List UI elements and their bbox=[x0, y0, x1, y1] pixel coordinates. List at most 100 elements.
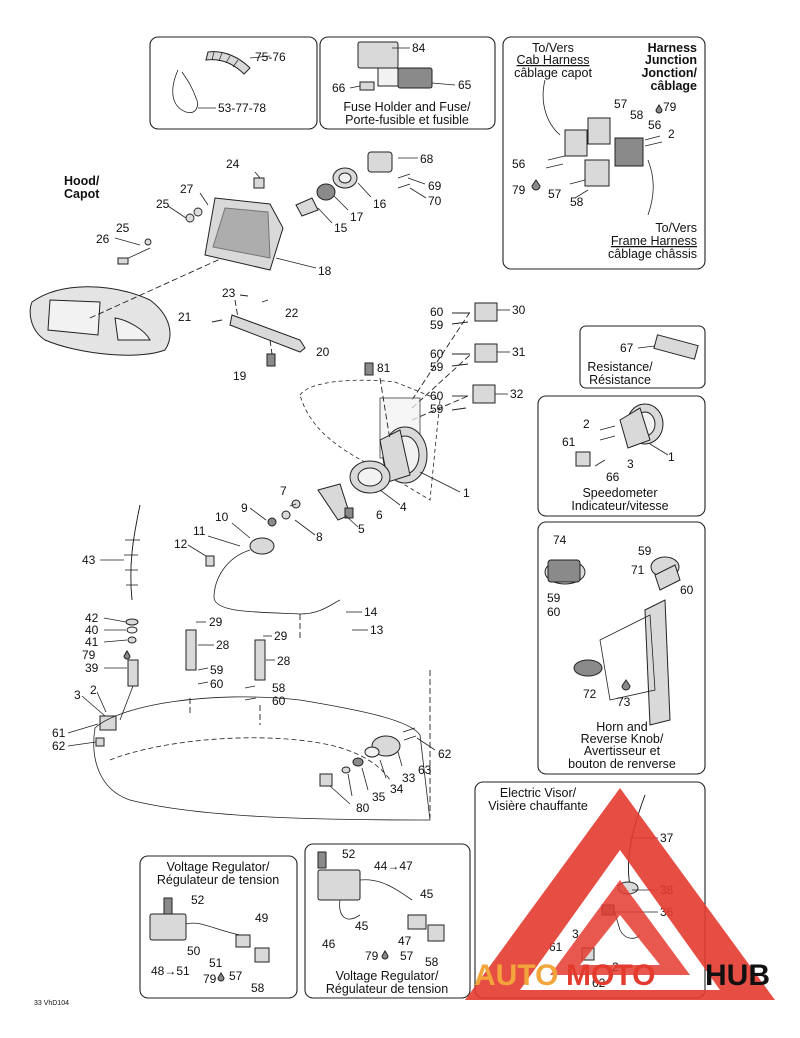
horn-label-74: 74 bbox=[553, 533, 567, 547]
main-label-20: 20 bbox=[316, 345, 330, 359]
figure-code: 33 VhD104 bbox=[34, 1000, 69, 1007]
regm-label-45b: 45 bbox=[355, 919, 369, 933]
watermark-text-moto: MOTO bbox=[566, 959, 655, 992]
regl-label-79: 79 bbox=[203, 972, 217, 986]
reg-left-title-en: Voltage Regulator/ bbox=[167, 860, 270, 874]
main-label-25b: 25 bbox=[116, 221, 130, 235]
watermark-text-auto: AUTO bbox=[474, 959, 558, 992]
horn-label-59a: 59 bbox=[547, 591, 561, 605]
main-label-16: 16 bbox=[373, 197, 387, 211]
main-label-23: 23 bbox=[222, 286, 236, 300]
main-label-31: 31 bbox=[512, 345, 526, 359]
reg-left-title-fr: Régulateur de tension bbox=[157, 873, 279, 887]
main-label-12: 12 bbox=[174, 537, 188, 551]
horn-label-71: 71 bbox=[631, 563, 645, 577]
horn-label-60b: 60 bbox=[547, 605, 561, 619]
regm-label-79: 79 bbox=[365, 949, 379, 963]
regm-label-57: 57 bbox=[400, 949, 414, 963]
resistance-title-en: Resistance/ bbox=[587, 360, 653, 374]
main-label-4: 4 bbox=[400, 500, 407, 514]
regm-label-46: 46 bbox=[322, 937, 336, 951]
main-label-62b: 62 bbox=[438, 747, 452, 761]
main-label-17: 17 bbox=[350, 210, 364, 224]
main-label-69: 69 bbox=[428, 179, 442, 193]
main-label-10: 10 bbox=[215, 510, 229, 524]
main-label-60d: 60 bbox=[210, 677, 224, 691]
main-label-79a: 79 bbox=[82, 648, 96, 662]
main-label-59a: 59 bbox=[430, 318, 444, 332]
horn-label-72: 72 bbox=[583, 687, 597, 701]
label-57a: 57 bbox=[614, 97, 628, 111]
label-75-76: 75-76 bbox=[255, 50, 286, 64]
main-label-26: 26 bbox=[96, 232, 110, 246]
main-label-32: 32 bbox=[510, 387, 524, 401]
reg-mid-title-fr: Régulateur de tension bbox=[326, 982, 448, 996]
hood-label-en: Hood/ bbox=[64, 174, 100, 188]
horn-title-1: Horn and bbox=[596, 720, 647, 734]
regm-label-52: 52 bbox=[342, 847, 356, 861]
cab-line2: Cab Harness bbox=[517, 53, 590, 67]
label-57b: 57 bbox=[548, 187, 562, 201]
main-label-3: 3 bbox=[74, 688, 81, 702]
main-label-28b: 28 bbox=[277, 654, 291, 668]
visor-label-62: 62 bbox=[592, 976, 606, 990]
label-53-77-78: 53-77-78 bbox=[218, 101, 266, 115]
main-label-6: 6 bbox=[376, 508, 383, 522]
label-56a: 56 bbox=[648, 118, 662, 132]
regm-label-45a: 45 bbox=[420, 887, 434, 901]
regm-label-47: 47 bbox=[398, 934, 412, 948]
main-assembly: Hood/ Capot bbox=[29, 151, 526, 821]
visor-title-fr: Visière chauffante bbox=[488, 799, 588, 813]
frame-line3: câblage châssis bbox=[608, 247, 697, 261]
regl-label-50: 50 bbox=[187, 944, 201, 958]
main-label-63: 63 bbox=[418, 763, 432, 777]
main-label-81: 81 bbox=[377, 361, 391, 375]
main-label-1: 1 bbox=[463, 486, 470, 500]
speedo-label-2: 2 bbox=[583, 417, 590, 431]
frame-line2: Frame Harness bbox=[611, 234, 697, 248]
main-label-35: 35 bbox=[372, 790, 386, 804]
cab-line1: To/Vers bbox=[532, 41, 574, 55]
frame-line1: To/Vers bbox=[655, 221, 697, 235]
main-label-22: 22 bbox=[285, 306, 299, 320]
label-79b: 79 bbox=[512, 183, 526, 197]
hood-label-fr: Capot bbox=[64, 187, 100, 201]
main-label-11: 11 bbox=[193, 524, 206, 538]
junction-line1: Harness bbox=[648, 41, 697, 55]
main-label-33: 33 bbox=[402, 771, 416, 785]
main-label-59d: 59 bbox=[210, 663, 224, 677]
main-label-28a: 28 bbox=[216, 638, 230, 652]
main-label-29b: 29 bbox=[274, 629, 288, 643]
main-label-30: 30 bbox=[512, 303, 526, 317]
fuse-title-en: Fuse Holder and Fuse/ bbox=[343, 100, 471, 114]
main-label-70: 70 bbox=[428, 194, 442, 208]
horn-label-73: 73 bbox=[617, 695, 631, 709]
main-label-61: 61 bbox=[52, 726, 66, 740]
label-79a: 79 bbox=[663, 100, 677, 114]
horn-title-2: Reverse Knob/ bbox=[581, 732, 664, 746]
reg-mid-title-en: Voltage Regulator/ bbox=[336, 969, 439, 983]
main-label-25a: 25 bbox=[156, 197, 170, 211]
fuse-title-fr: Porte-fusible et fusible bbox=[345, 113, 469, 127]
speedometer-panel: 2 61 3 1 66 Speedometer Indicateur/vites… bbox=[537, 395, 706, 517]
main-label-58: 58 bbox=[272, 681, 286, 695]
cab-line3: câblage capot bbox=[514, 66, 592, 80]
main-label-68: 68 bbox=[420, 152, 434, 166]
label-58b: 58 bbox=[570, 195, 584, 209]
speedo-label-3: 3 bbox=[627, 457, 634, 471]
regl-label-51: 51 bbox=[209, 956, 223, 970]
regl-label-52: 52 bbox=[191, 893, 205, 907]
speedo-label-1: 1 bbox=[668, 450, 675, 464]
main-label-7: 7 bbox=[280, 484, 287, 498]
main-label-40: 40 bbox=[85, 623, 99, 637]
regulator-mid-panel: 52 44→47 45 45 46 79 47 57 58 Voltage Re… bbox=[304, 843, 471, 999]
label-67: 67 bbox=[620, 341, 634, 355]
watermark: AUTO MOTO HUB bbox=[465, 788, 775, 1000]
main-label-60b: 60 bbox=[430, 347, 444, 361]
watermark-text-hub: HUB bbox=[705, 959, 770, 992]
horn-label-59b: 59 bbox=[638, 544, 652, 558]
main-label-19: 19 bbox=[233, 369, 247, 383]
main-label-15: 15 bbox=[334, 221, 348, 235]
regl-label-48-51: 48→51 bbox=[151, 964, 190, 978]
